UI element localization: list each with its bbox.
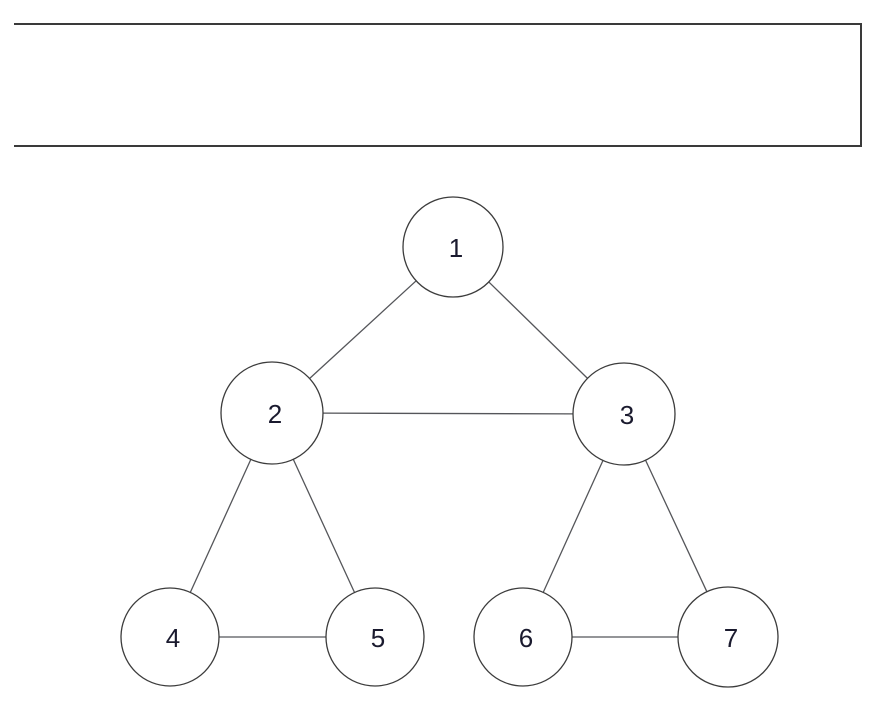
graph-node-5[interactable]: 5 — [325, 587, 425, 687]
graph-node-circle-6[interactable] — [473, 587, 573, 687]
graph-edge-2-3 — [322, 412, 574, 415]
graph-node-1[interactable]: 1 — [402, 196, 504, 298]
graph-node-4[interactable]: 4 — [120, 587, 220, 687]
graph-node-6[interactable]: 6 — [473, 587, 573, 687]
graph-node-circle-2[interactable] — [220, 361, 324, 465]
graph-node-label-7: 7 — [724, 623, 738, 653]
graph-node-circle-5[interactable] — [325, 587, 425, 687]
empty-top-panel — [14, 23, 862, 147]
graph-edge-1-2 — [308, 280, 417, 380]
graph-node-label-6: 6 — [519, 623, 533, 653]
graph-nodes-layer: 1 2 3 4 5 6 7 — [120, 196, 779, 688]
graph-node-circle-1[interactable] — [402, 196, 504, 298]
graph-edges-layer — [189, 280, 708, 638]
graph-node-label-1: 1 — [449, 233, 463, 263]
graph-edge-3-6 — [542, 459, 604, 594]
graph-node-circle-3[interactable] — [572, 362, 676, 466]
graph-node-label-4: 4 — [166, 623, 180, 653]
graph-node-label-5: 5 — [371, 623, 385, 653]
graph-node-label-3: 3 — [620, 400, 634, 430]
graph-node-7[interactable]: 7 — [677, 586, 779, 688]
graph-node-circle-7[interactable] — [677, 586, 779, 688]
graph-edge-2-4 — [189, 458, 252, 594]
graph-node-label-2: 2 — [268, 399, 282, 429]
graph-edge-3-7 — [644, 459, 708, 593]
graph-edge-2-5 — [292, 458, 356, 594]
graph-node-3[interactable]: 3 — [572, 362, 676, 466]
graph-node-circle-4[interactable] — [120, 587, 220, 687]
graph-edge-1-3 — [488, 281, 589, 380]
graph-node-2[interactable]: 2 — [220, 361, 324, 465]
